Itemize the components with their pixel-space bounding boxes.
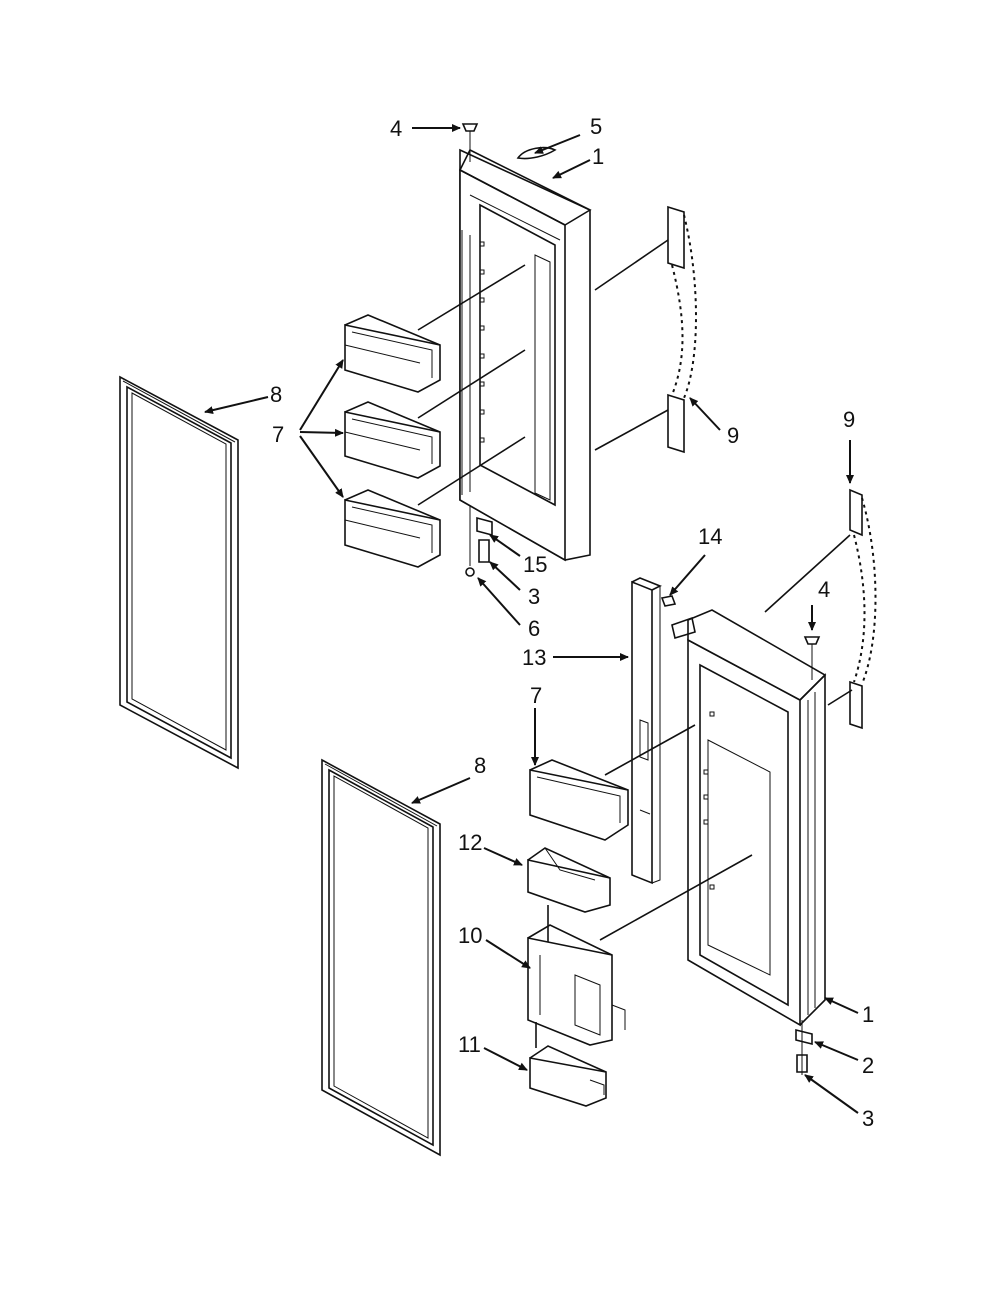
callout-2: 2 [862,1053,874,1078]
callout-9-upper: 9 [727,423,739,448]
callout-7-left: 7 [272,422,284,447]
hinge-pin-top [461,123,479,162]
callout-8-upper: 8 [270,382,282,407]
door-handle-lower [764,488,877,730]
door-bin-3 [344,489,441,568]
hinge-parts-right-bottom [795,1020,813,1075]
hinge-pin-right [803,636,821,680]
door-bin-7-lower [529,759,629,841]
bin-alignment-line-1 [417,264,526,331]
callout-6: 6 [528,616,540,641]
bin-alignment-line-4 [604,724,696,776]
callout-15: 15 [523,552,547,577]
refrigerator-door-left [458,148,592,562]
dispenser-housing-10 [527,924,626,1046]
callout-11: 11 [458,1032,481,1057]
callout-4-right: 4 [818,577,830,602]
callout-3-right: 3 [862,1106,874,1131]
callout-9-right: 9 [843,407,855,432]
callout-14: 14 [698,524,722,549]
callout-8-lower: 8 [474,753,486,778]
door-bin-1 [344,314,441,393]
dispenser-bin-11 [529,1045,607,1107]
dispenser-bin-12 [527,847,611,913]
callout-7-lower: 7 [530,683,542,708]
bin-alignment-line-6 [599,854,753,941]
callout-3-left: 3 [528,584,540,609]
bin-alignment-line-3 [417,436,526,506]
leaders [204,124,859,1114]
door-handle-upper [594,205,697,454]
door-gasket-lower [321,758,441,1157]
bin-alignment-line-2 [417,349,526,419]
door-bin-2 [344,401,441,479]
callout-1-top: 1 [592,144,604,169]
callout-5: 5 [590,114,602,139]
callout-12: 12 [458,830,482,855]
refrigerator-door-right [671,609,827,1027]
center-mullion [631,577,662,885]
door-gasket-upper [119,375,239,770]
hinge-parts-bottom [465,505,493,577]
callout-4-top: 4 [390,116,402,141]
callout-10: 10 [458,923,482,948]
mullion-screw [660,595,677,607]
callout-13: 13 [522,645,546,670]
callout-1-right: 1 [862,1002,874,1027]
